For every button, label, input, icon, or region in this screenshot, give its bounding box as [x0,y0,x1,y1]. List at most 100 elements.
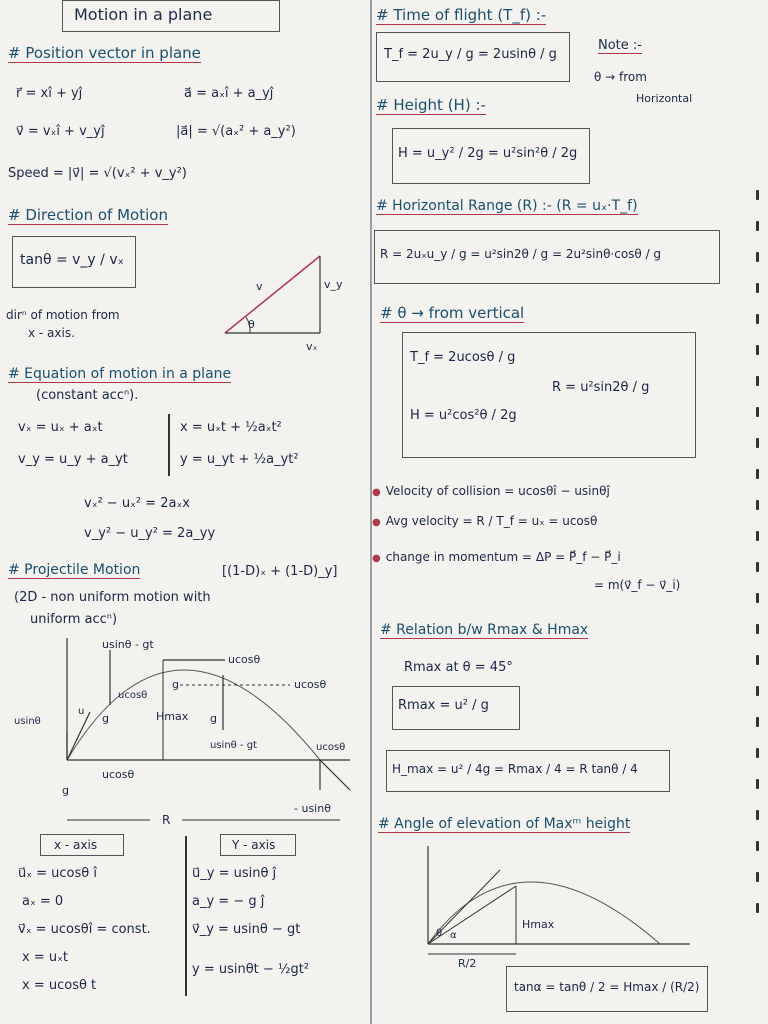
position-eq-a: a⃗ = aₓî + a_yĵ [184,86,274,101]
hmax-formula: H_max = u² / 4g = Rmax / 4 = R tanθ / 4 [392,762,638,776]
projectile-heading-tail: [(1-D)ₓ + (1-D)_y] [222,564,338,579]
angle-alpha-label: α [450,930,457,941]
fig-usin-left: usinθ [14,716,41,727]
tof-formula: T_f = 2u_y / g = 2usinθ / g [384,47,557,62]
tri-theta-label: θ [248,318,255,331]
angle-r2-label: R/2 [458,957,476,970]
column-divider [370,0,372,1024]
final-velocity-arrow [319,759,351,791]
projectile-heading: # Projectile Motion [8,562,141,579]
fig-ucos-top: ucosθ [228,653,260,666]
fig-hmax: Hmax [156,710,189,723]
angle-launch-line [427,869,501,945]
vertical-formula-box [402,332,696,458]
equation-vx: vₓ = uₓ + aₓt [18,420,103,435]
x-axis-label: x - axis [54,838,98,852]
bullet-momentum: change in momentum = ΔP = P⃗_f − P⃗_i [372,550,621,564]
equation-heading: # Equation of motion in a plane [8,366,232,383]
direction-heading: # Direction of Motion [8,206,168,225]
title-box [62,0,280,32]
fig-ucos-right: ucosθ [294,678,326,691]
equation-y: y = u_yt + ½a_yt² [180,452,299,467]
tri-vx-label: vₓ [306,340,318,353]
fig-g3: g [210,712,217,725]
xaxis-line-3: v⃗ₓ = ucosθî = const. [18,922,151,937]
height-heading: # Height (H) :- [376,96,486,115]
xaxis-line-2: aₓ = 0 [22,894,64,909]
equation-subheading: (constant accⁿ). [36,388,139,403]
trajectory-curve [66,669,321,761]
yaxis-line-3: v⃗_y = usinθ − gt [192,922,301,937]
position-eq-mod-a: |a⃗| = √(aₓ² + a_y²) [176,124,296,139]
yaxis-line-1: u⃗_y = usinθ ĵ [192,866,277,881]
position-eq-v: v⃗ = vₓî + v_yĵ [16,124,105,139]
angle-hmax-label: Hmax [522,918,555,931]
speed-eq: Speed = |v⃗| = √(vₓ² + v_y²) [8,166,187,181]
range-formula: R = 2uₓu_y / g = u²sin2θ / g = 2u²sinθ·c… [380,247,662,261]
fig-neg-usin: - usinθ [294,802,331,815]
fig-usin-gt-top: usinθ - gt [102,638,154,651]
x-axis-label-box [40,834,124,856]
range-formula-box [374,230,720,284]
fig-range: R [162,813,170,827]
fig-u: u [78,706,84,717]
projectile-subtitle-2: uniform accⁿ) [30,612,118,627]
tan-alpha-formula: tanα = tanθ / 2 = Hmax / (R/2) [514,980,700,994]
fig-usin-gt-bottom: usinθ - gt [210,740,257,751]
rmax-at: Rmax at θ = 45° [404,660,513,675]
fig-ucos-end: ucosθ [316,742,345,753]
triangle-hypotenuse [224,255,321,334]
fig-g2: g [102,712,109,725]
position-eq-r: r⃗ = xî + yĵ [16,86,83,101]
yaxis-line-2: a_y = − g ĵ [192,894,265,909]
theta-arc [245,316,251,334]
angle-heading: # Angle of elevation of Maxᵐ height [378,816,631,833]
initial-velocity-arrow [66,711,91,761]
bullet-velocity-collision: Velocity of collision = ucosθî − usinθĵ [372,484,610,498]
velocity-triangle-diagram: θ v v_y vₓ [224,255,343,353]
fig-g1: g [172,678,179,691]
fig-g4: g [62,784,69,797]
y-axis-label-box [220,834,296,856]
direction-formula-box [12,236,136,288]
vertical-h: H = u²cos²θ / 2g [410,408,517,423]
tof-formula-box [376,32,570,82]
height-formula: H = u_y² / 2g = u²sin²θ / 2g [398,146,578,161]
time-of-flight-heading: # Time of flight (T_f) :- [376,6,547,25]
vertical-heading: # θ → from vertical [380,304,525,323]
axis-divider [185,836,187,996]
rmax-formula: Rmax = u² / g [398,698,489,713]
xaxis-line-4: x = uₓt [22,950,68,965]
note-line-1: θ → from [594,70,647,84]
yaxis-line-4: y = usinθt − ½gt² [192,962,310,977]
xaxis-line-1: u⃗ₓ = ucosθ î [18,866,97,881]
direction-note-1: dirⁿ of motion from [6,308,120,322]
equation-vx-sq: vₓ² − uₓ² = 2aₓx [84,496,190,511]
xaxis-line-5: x = ucosθ t [22,978,97,993]
projectile-subtitle-1: (2D - non uniform motion with [14,590,211,605]
spiral-binding-marks [756,190,760,950]
position-heading: # Position vector in plane [8,44,201,63]
note-label: Note :- [598,38,642,54]
range-heading: # Horizontal Range (R) :- (R = uₓ·T_f) [376,198,638,215]
direction-note-2: x - axis. [28,326,75,340]
hmax-formula-box [386,750,670,792]
rmax-formula-box [392,686,520,730]
tri-v-label: v [256,280,263,293]
bullet-avg-velocity: Avg velocity = R / T_f = uₓ = ucosθ [372,514,598,528]
page-title: Motion in a plane [74,5,213,24]
direction-formula: tanθ = v_y / vₓ [20,252,124,268]
equation-x: x = uₓt + ½aₓt² [180,420,282,435]
equation-divider [168,414,170,476]
angle-theta-label: θ [436,928,442,939]
height-formula-box [392,128,590,184]
vertical-tf: T_f = 2ucosθ / g [410,350,516,365]
elevation-angle-diagram: θ α Hmax R/2 [427,846,690,970]
equation-vy-sq: v_y² − u_y² = 2a_yy [84,526,216,541]
projectile-diagram: usinθ - gt ucosθ ucosθ ucosθ g g g g Hma… [14,638,351,827]
relation-heading: # Relation b/w Rmax & Hmax [380,622,589,639]
fig-ucos-mid: ucosθ [118,690,147,701]
tan-alpha-box [506,966,708,1012]
vertical-r: R = u²sin2θ / g [552,380,650,395]
